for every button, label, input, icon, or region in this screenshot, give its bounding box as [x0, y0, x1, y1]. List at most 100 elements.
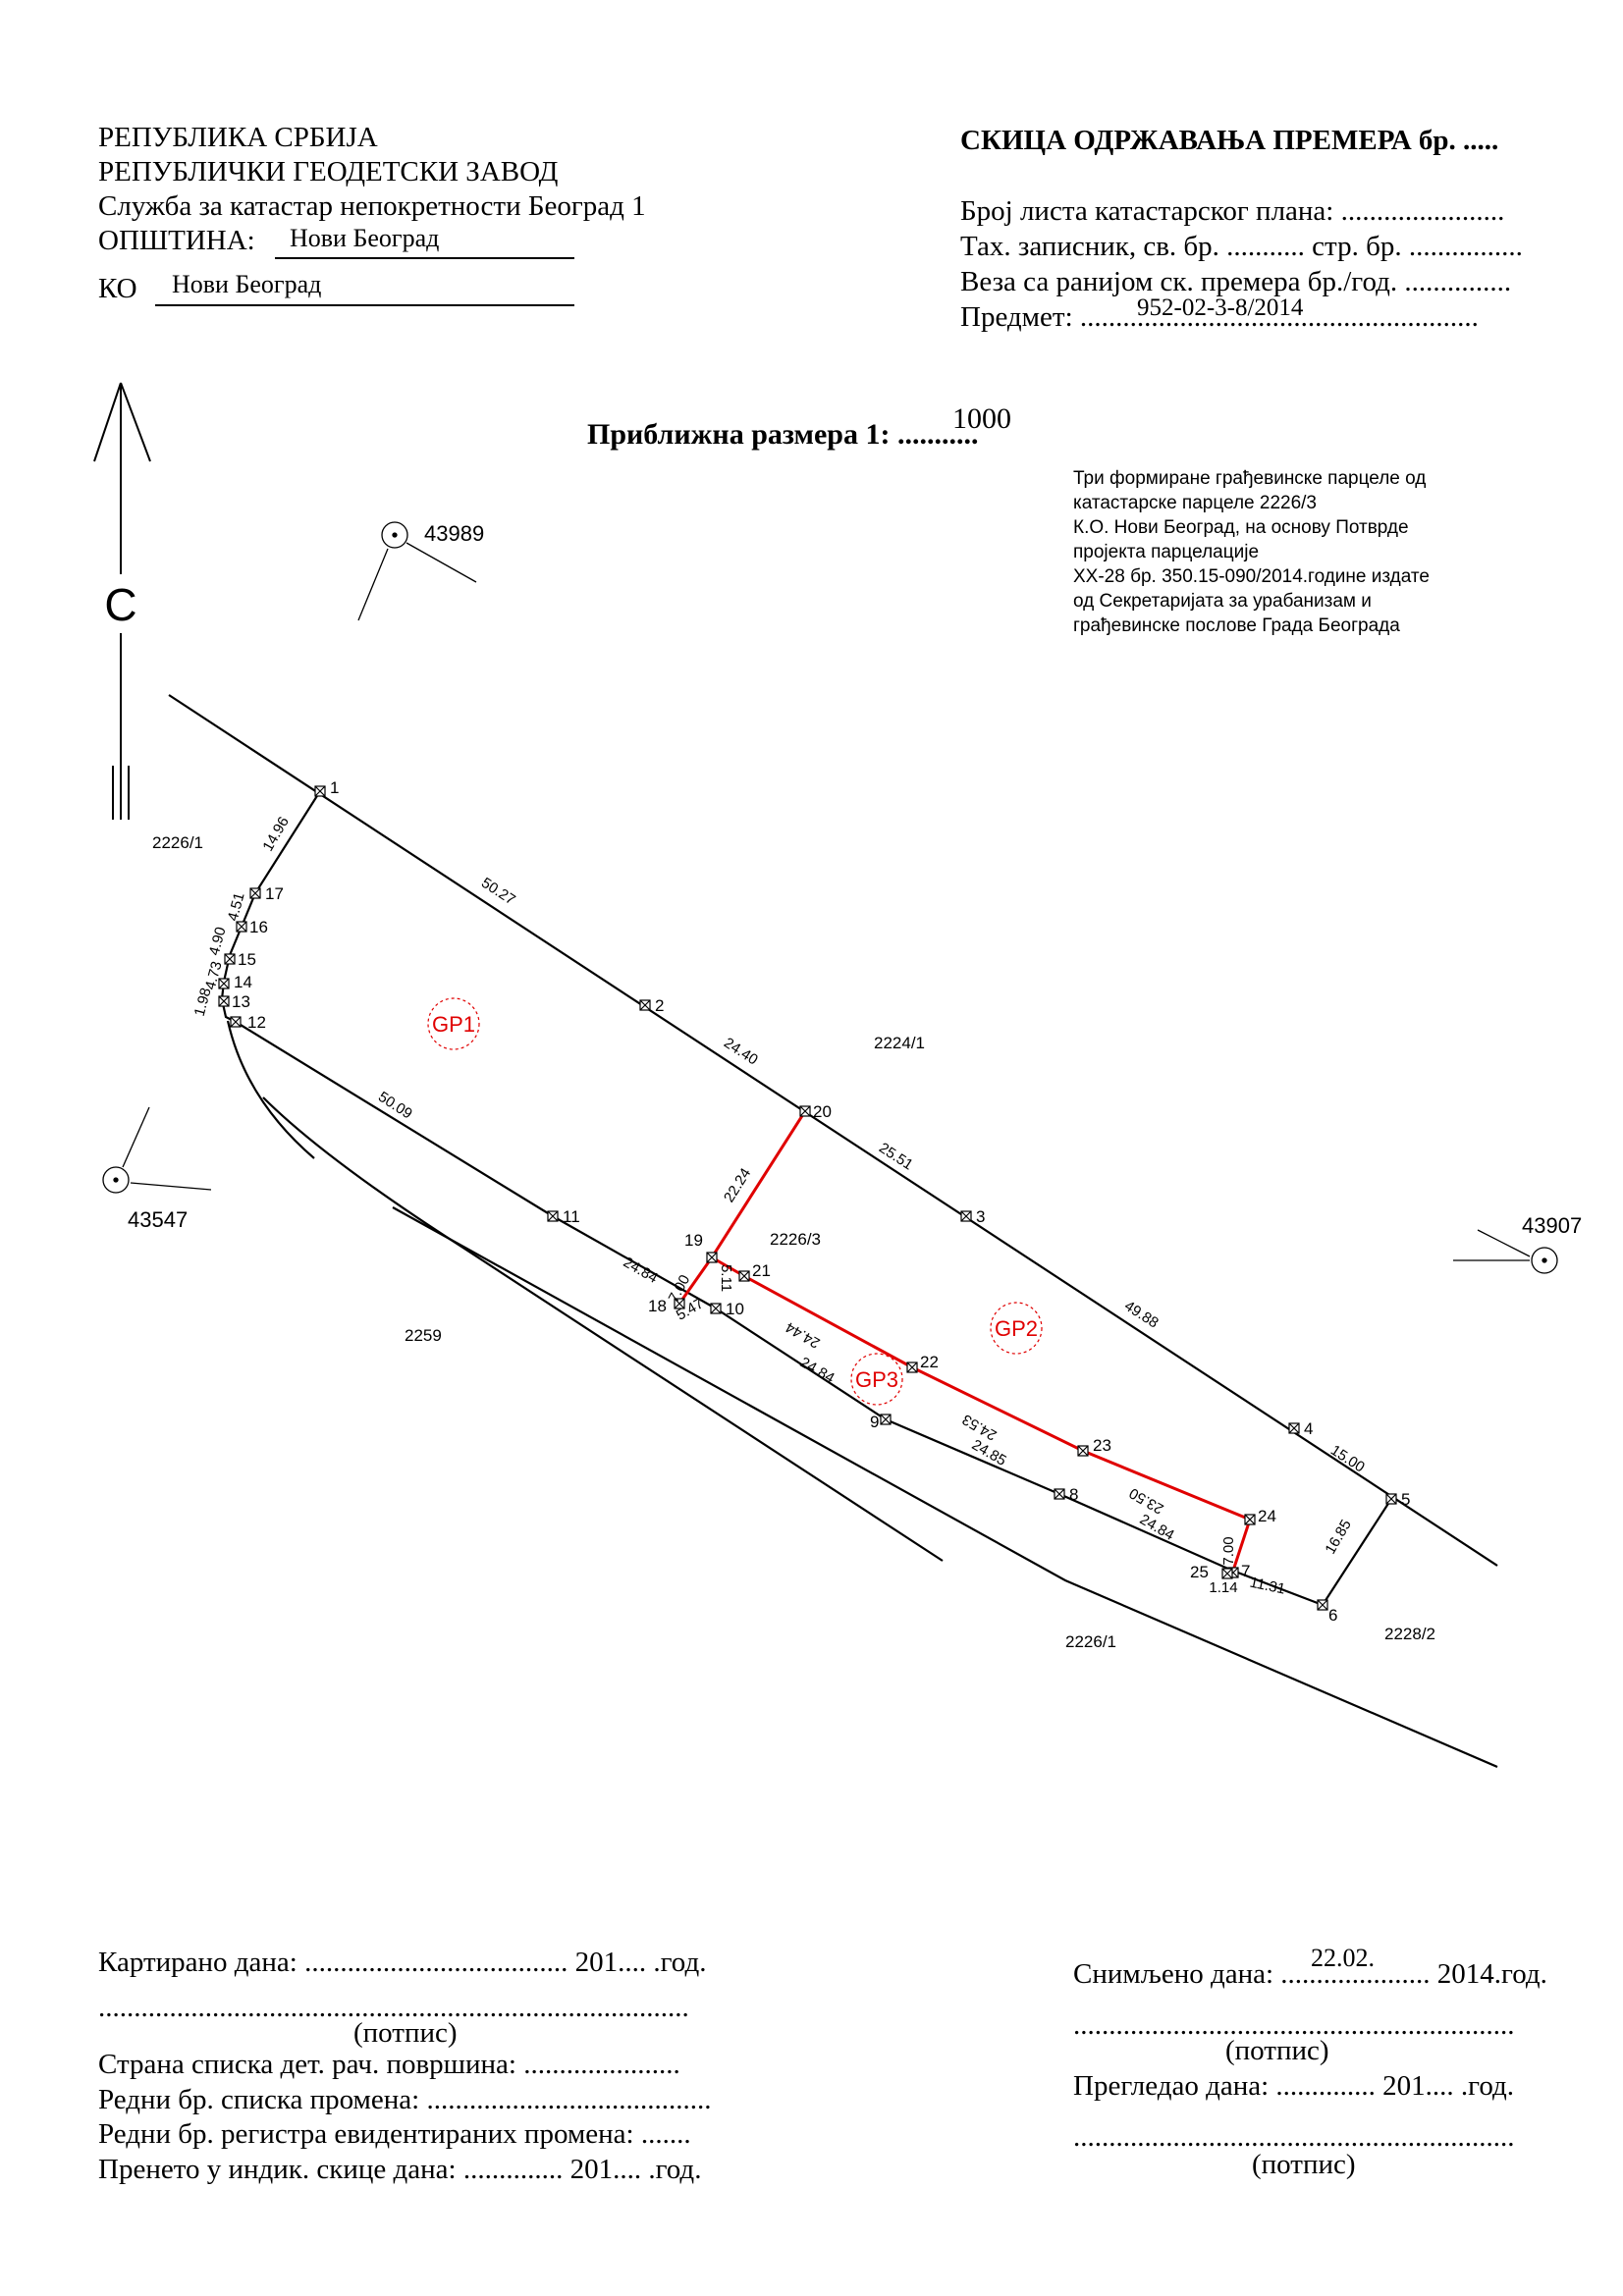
note-line: катастарске парцеле 2226/3	[1073, 493, 1318, 513]
distance-label: 4.90	[206, 926, 230, 958]
reviewed-date-line: Прегледао дана: .............. 201.... .…	[1073, 2070, 1514, 2102]
subject-line: Предмет: ...............................…	[960, 301, 1479, 333]
area-list-line: Страна списка дет. рач. површина: ......…	[98, 2049, 680, 2080]
survey-point-label: 19	[684, 1231, 703, 1250]
survey-point-cross	[1288, 1422, 1300, 1434]
distance-label: 16.85	[1322, 1517, 1354, 1557]
institute-title: РЕПУБЛИЧКИ ГЕОДЕТСКИ ЗАВОД	[98, 156, 559, 187]
zone-circle	[850, 1353, 903, 1406]
survey-point-cross	[1077, 1445, 1089, 1457]
survey-point-label: 6	[1328, 1606, 1337, 1625]
survey-point-label: 22	[920, 1353, 939, 1371]
link-line: Веза са ранијом ск. премера бр./год. ...…	[960, 266, 1512, 297]
zone-circle	[990, 1302, 1043, 1355]
transferred-line: Пренето у индик. скице дана: ...........…	[98, 2154, 702, 2185]
parcel-label: 2226/1	[1065, 1632, 1116, 1651]
ko-label: КО	[98, 273, 137, 304]
distance-label: 4.51	[225, 891, 248, 924]
survey-point-label: 23	[1093, 1436, 1111, 1455]
survey-point-label: 20	[813, 1102, 832, 1121]
zone-label: GP1	[432, 1012, 475, 1037]
municipality-label: ОПШТИНА:	[98, 225, 255, 256]
survey-point-cross	[906, 1362, 918, 1373]
parcel-label: 2226/3	[770, 1230, 821, 1249]
trig-point-icon	[357, 521, 477, 621]
scale-value: 1000	[952, 402, 1011, 435]
survey-point-cross	[799, 1105, 811, 1117]
survey-point-cross	[230, 1016, 242, 1028]
signature-line: ........................................…	[98, 1992, 689, 2023]
distance-label: 24.44	[783, 1318, 823, 1351]
survey-point-cross	[249, 887, 261, 899]
survey-point-label: 1	[330, 778, 339, 797]
note-line: XX-28 бр. 350.15-090/2014.године издате	[1073, 566, 1430, 587]
note-line: К.О. Нови Београд, на основу Потврде	[1073, 517, 1409, 538]
survey-point-cross	[1054, 1488, 1065, 1500]
municipality-value: Нови Београд	[290, 224, 440, 252]
survey-point-cross	[710, 1303, 722, 1314]
trig-point-icon	[1453, 1229, 1558, 1274]
distance-label: 49.88	[1121, 1298, 1162, 1332]
parcel-label: 2224/1	[874, 1034, 925, 1052]
north-arrow-icon	[93, 382, 151, 820]
ko-underline	[155, 304, 574, 306]
survey-point-cross	[738, 1270, 750, 1282]
signature-caption: (потпис)	[1225, 2035, 1329, 2066]
distance-label: 14.96	[259, 814, 292, 854]
parcellation-note: Три формиране грађевинске парцеле од кат…	[1073, 466, 1430, 638]
note-line: Три формиране грађевинске парцеле од	[1073, 468, 1427, 489]
survey-point-label: 18	[648, 1297, 667, 1315]
signature-line: ........................................…	[1073, 2121, 1515, 2153]
parcel-label: 2259	[405, 1326, 442, 1345]
survey-point-cross	[880, 1414, 892, 1425]
trig-point-icon	[102, 1106, 212, 1194]
survey-point-cross	[224, 953, 236, 965]
municipality-underline	[275, 257, 574, 259]
distance-label: 11.31	[1248, 1574, 1286, 1597]
parcel-label: 2226/1	[152, 833, 203, 852]
signature-line: ........................................…	[1073, 2009, 1515, 2041]
survey-point-label: 11	[563, 1207, 580, 1226]
survey-point-cross	[314, 785, 326, 797]
survey-point-label: 5	[1401, 1490, 1410, 1509]
trig-label: 43989	[424, 521, 484, 546]
survey-point-cross	[218, 995, 230, 1007]
distance-label: 15.00	[1327, 1442, 1368, 1476]
register-line: Редни бр. регистра евидентираних промена…	[98, 2118, 691, 2150]
surveyed-date-line: Снимљено дана: ..................... 201…	[1073, 1958, 1547, 1990]
survey-point-label: 2	[655, 996, 664, 1015]
distance-label: 50.09	[375, 1089, 415, 1123]
note-line: грађевинске послове Града Београда	[1073, 615, 1400, 636]
survey-point-label: 7	[1241, 1562, 1250, 1580]
survey-point-cross	[706, 1252, 718, 1263]
trig-label: 43547	[128, 1207, 188, 1232]
parcel-label: 2228/2	[1384, 1625, 1435, 1643]
trig-label: 43907	[1522, 1213, 1582, 1238]
survey-point-label: 12	[247, 1013, 266, 1032]
distance-label: 1.14	[1209, 1579, 1237, 1596]
survey-point-label: 9	[870, 1413, 879, 1431]
ko-value: Нови Београд	[172, 270, 322, 298]
survey-point-cross	[1221, 1568, 1233, 1579]
tachymetry-line: Тах. записник, св. бр. ........... стр. …	[960, 231, 1523, 262]
subject-value: 952-02-3-8/2014	[1137, 294, 1304, 321]
survey-point-label: 21	[752, 1261, 771, 1280]
distance-label: 25.51	[876, 1140, 916, 1174]
survey-point-label: 14	[234, 973, 252, 991]
survey-point-label: 4	[1304, 1419, 1313, 1438]
parcel-boundaries	[168, 694, 1498, 1769]
survey-point-cross	[236, 921, 247, 933]
survey-point-cross	[218, 978, 230, 989]
survey-point-cross	[1385, 1493, 1397, 1505]
distance-label: 50.27	[478, 875, 518, 909]
survey-point-cross	[960, 1210, 972, 1222]
survey-point-label: 13	[232, 992, 250, 1011]
survey-point-label: 24	[1258, 1507, 1276, 1525]
scale-label: Приближна размера 1: ...........	[587, 418, 979, 451]
zone-label: GP2	[995, 1316, 1038, 1341]
survey-point-label: 8	[1069, 1485, 1078, 1504]
survey-point-label: 10	[726, 1300, 744, 1318]
mapped-date-line: Картирано дана: ........................…	[98, 1947, 707, 1978]
zone-label: GP3	[855, 1367, 898, 1392]
distance-label: 4.73	[202, 960, 226, 992]
